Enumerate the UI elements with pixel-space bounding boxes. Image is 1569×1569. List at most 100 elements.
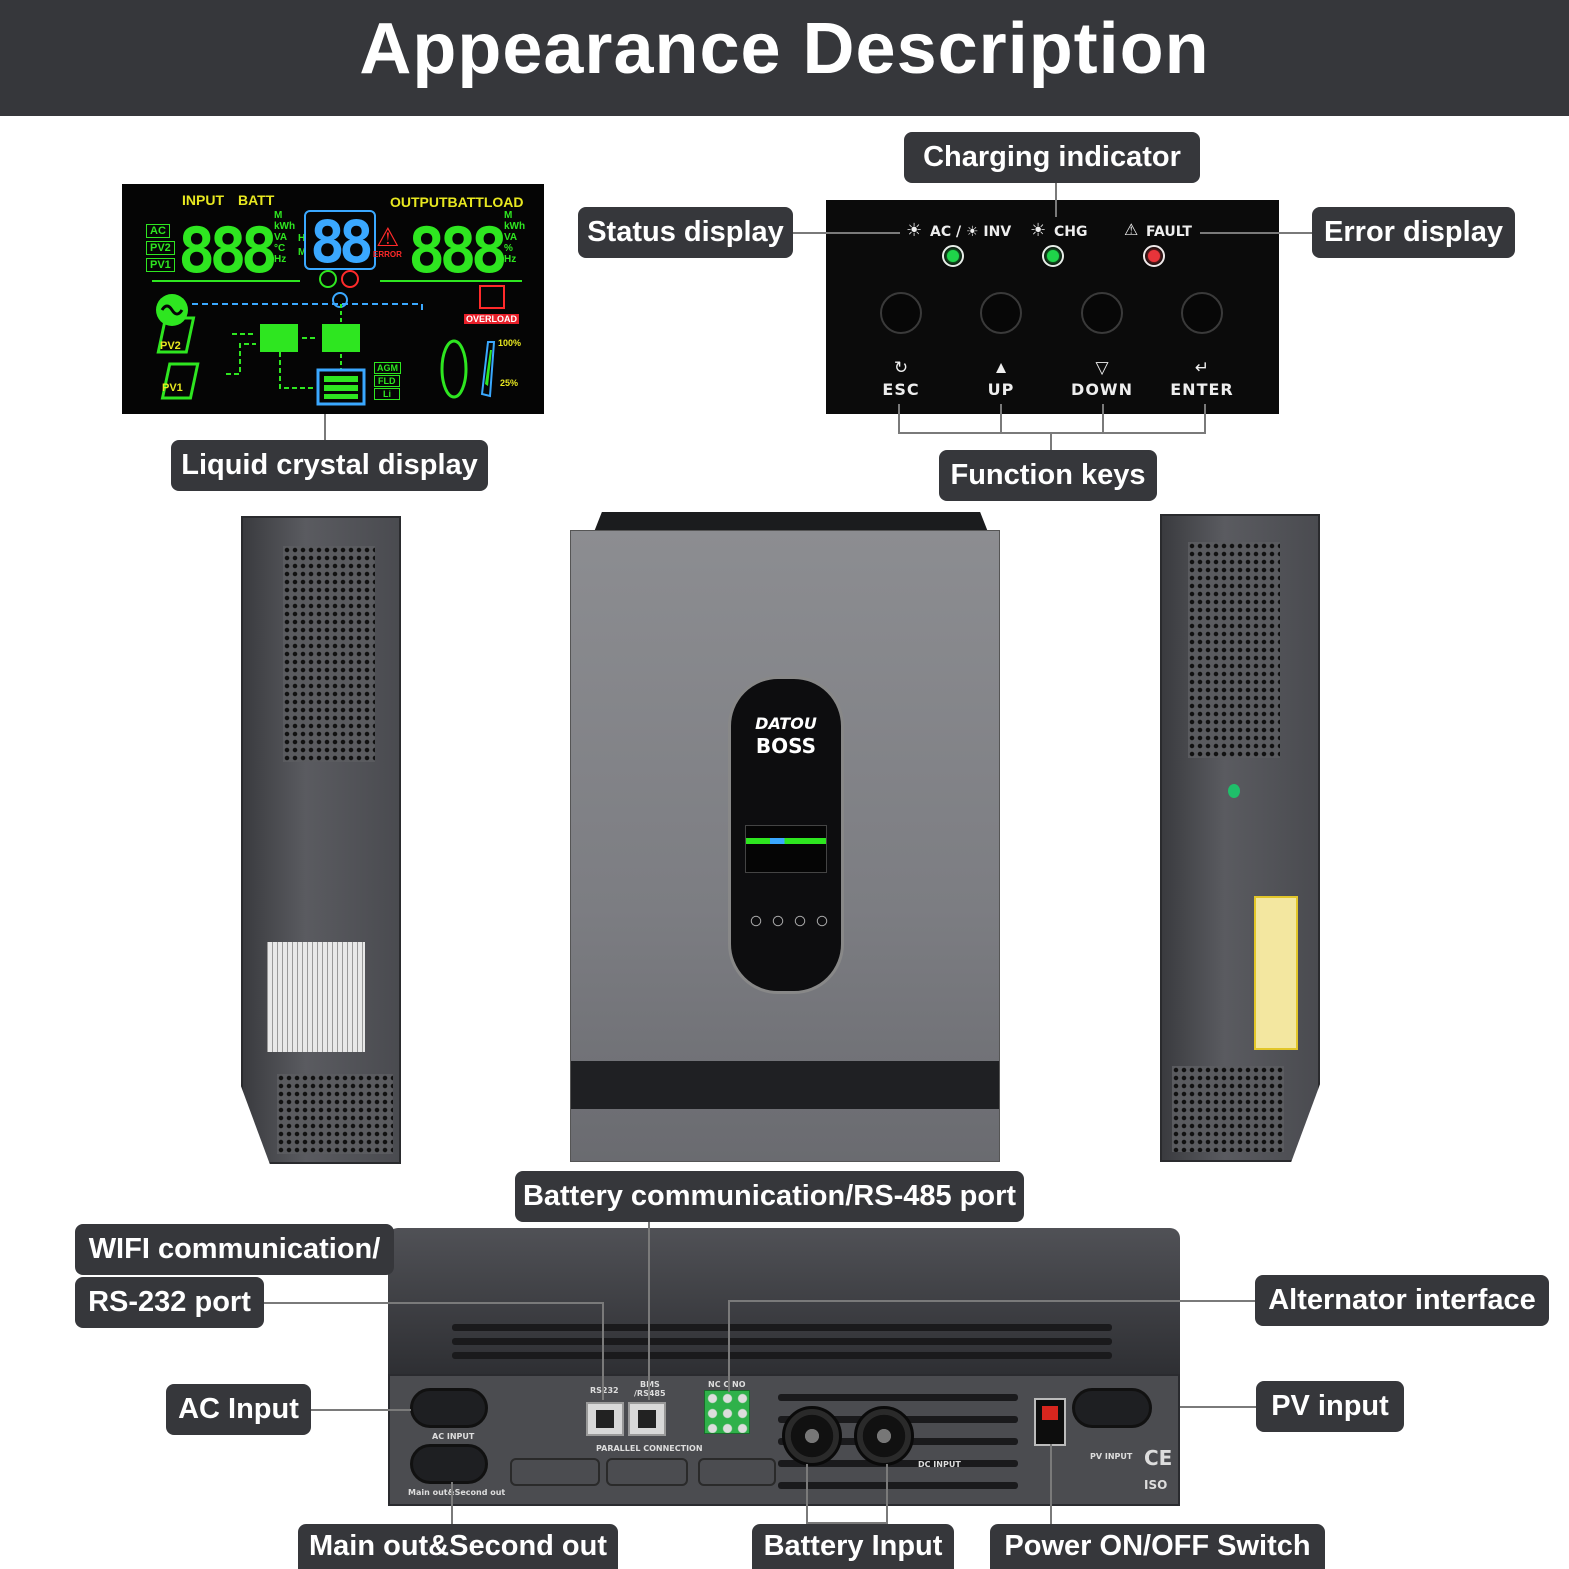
leader-ac-input — [311, 1409, 411, 1411]
pv-input-label: PV INPUT — [1090, 1452, 1133, 1461]
callout-alternator-interface: Alternator interface — [1255, 1275, 1549, 1326]
leader-pv-input — [1180, 1406, 1256, 1408]
lcd-digits-left: 888 — [178, 214, 278, 287]
main-out-port — [410, 1444, 488, 1484]
lcd-blue-frame — [304, 210, 376, 270]
enter-key-label: ENTER — [1170, 380, 1234, 399]
ce-mark: CE — [1144, 1446, 1173, 1470]
indicator-ac-inv-led — [942, 245, 964, 267]
power-switch[interactable] — [1034, 1398, 1066, 1446]
ac-input-label: AC INPUT — [432, 1432, 475, 1441]
nc-c-no-label: NC C NO — [708, 1380, 746, 1389]
callout-battery-input: Battery Input — [752, 1524, 954, 1569]
lcd-inverter-icon — [322, 324, 360, 352]
rs485-port — [628, 1402, 666, 1436]
vent-grille — [283, 546, 375, 762]
title-banner: Appearance Description — [0, 0, 1569, 116]
lcd-flow-diagram — [156, 270, 505, 406]
leader-keys-bar — [898, 432, 1206, 434]
lcd-pv1-label: PV1 — [162, 382, 183, 394]
down-key-label: DOWN — [1071, 380, 1133, 399]
lcd-divider-right — [380, 280, 522, 282]
callout-ac-input: AC Input — [166, 1384, 311, 1435]
lcd-warning-icon: ⚠ — [376, 222, 400, 252]
page-title: Appearance Description — [359, 9, 1210, 89]
lcd-pv2-label: PV2 — [160, 340, 181, 352]
lcd-divider-left — [152, 280, 300, 282]
inverter-rear-panel: AC INPUT Main out&Second out RS232 BMS /… — [388, 1374, 1180, 1506]
leader-battery-input-bar — [806, 1522, 888, 1524]
esc-key[interactable] — [880, 292, 922, 334]
vent-slot — [778, 1482, 1018, 1489]
vent-slot — [452, 1338, 1112, 1345]
inverter-left-side — [241, 516, 401, 1164]
up-key[interactable] — [980, 292, 1022, 334]
lcd-pv2-tag: PV2 — [146, 241, 175, 255]
rs232-label: RS232 — [590, 1386, 619, 1395]
spec-label — [267, 942, 365, 1052]
lcd-output-batt-load-label: OUTPUTBATTLOAD — [390, 194, 524, 210]
lcd-input-label: INPUT — [182, 192, 224, 208]
leader-rs232-h — [264, 1302, 602, 1304]
lcd-units-right: M kWh VA % Hz — [504, 210, 526, 265]
leader-lcd — [324, 414, 326, 440]
lcd-pv2-panel-icon — [156, 316, 196, 354]
enter-icon: ↵ — [1194, 358, 1210, 377]
vent-slot — [452, 1324, 1112, 1331]
leader-battery-input-left — [806, 1464, 808, 1524]
lcd-units-left: M kWh VA °C Hz — [274, 210, 296, 265]
callout-pv-input: PV input — [1256, 1381, 1404, 1432]
lcd-battery-icon — [316, 368, 366, 406]
callout-lcd: Liquid crystal display — [171, 440, 488, 491]
lcd-mppt-icon — [260, 324, 298, 352]
sun-icon: ☀ — [1030, 220, 1047, 240]
leader-status — [793, 232, 900, 234]
dc-input-label: DC INPUT — [918, 1460, 961, 1469]
vent-grille — [1188, 542, 1280, 758]
leader-alternator-h — [728, 1300, 1255, 1302]
callout-power-switch: Power ON/OFF Switch — [990, 1524, 1325, 1569]
callout-main-second-out: Main out&Second out — [298, 1524, 618, 1569]
vent-grille — [277, 1074, 393, 1154]
lcd-25-pct: 25% — [500, 378, 519, 388]
leader-power-switch — [1050, 1444, 1052, 1524]
vent-slot — [778, 1460, 1018, 1467]
leader-key-down — [1102, 404, 1104, 434]
vent-grille — [1172, 1066, 1284, 1152]
battery-positive-terminal — [782, 1406, 842, 1466]
lcd-overload-label: OVERLOAD — [464, 314, 520, 324]
lcd-100-pct: 100% — [498, 338, 522, 348]
lcd-batt-label: BATT — [238, 192, 275, 208]
down-key[interactable] — [1081, 292, 1123, 334]
parallel-label: PARALLEL CONNECTION — [596, 1444, 703, 1453]
lcd-fan-icon — [341, 270, 359, 288]
enter-key[interactable] — [1181, 292, 1223, 334]
lcd-fld-label: FLD — [374, 375, 400, 387]
leader-rs232-v — [602, 1302, 604, 1400]
leader-alternator-v — [728, 1300, 730, 1392]
leader-key-esc — [898, 404, 900, 434]
rs232-port — [586, 1402, 624, 1436]
pv-input-port — [1072, 1388, 1152, 1428]
warning-icon: ⚠ — [1124, 222, 1139, 239]
leader-battery-input-right — [886, 1464, 888, 1524]
iso-mark: ISO — [1144, 1478, 1168, 1492]
leader-key-up — [1000, 404, 1002, 434]
indicator-ac-inv-label: AC / ☀ INV — [930, 224, 1012, 240]
callout-battery-comm-port: Battery communication/RS-485 port — [515, 1171, 1024, 1222]
parallel-port-3 — [698, 1458, 776, 1486]
indicator-fault-led — [1143, 245, 1165, 267]
wall-bracket — [594, 512, 988, 532]
esc-icon: ↻ — [893, 358, 909, 377]
lcd-units-mid: H M — [298, 233, 307, 258]
mini-lcd — [745, 825, 827, 873]
lcd-overload-box-icon — [479, 285, 505, 309]
leader-error — [1200, 232, 1312, 234]
lcd-clock-icon — [319, 270, 337, 288]
leader-battery-comm — [648, 1222, 650, 1400]
callout-rs232-port: RS-232 port — [75, 1277, 264, 1328]
lcd-pv1-tag: PV1 — [146, 258, 175, 272]
lcd-li-label: Li — [374, 388, 400, 400]
front-display-bezel: DATOU BOSS — [728, 676, 844, 994]
sun-icon: ☀ — [906, 220, 923, 240]
